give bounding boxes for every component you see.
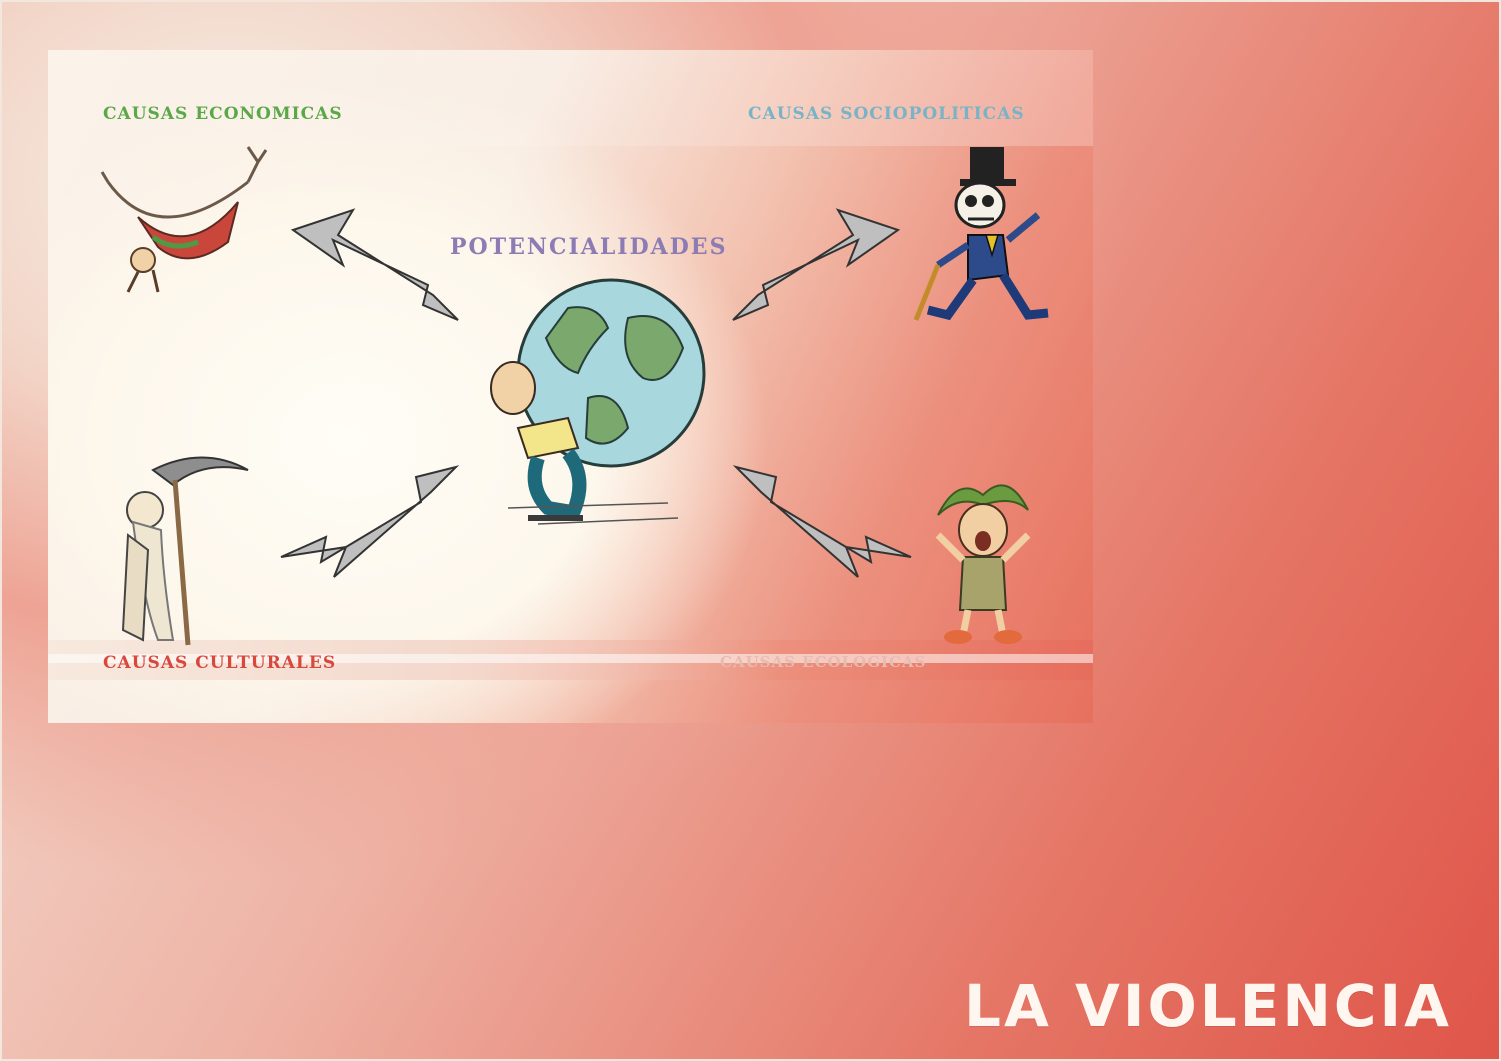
old-man-scythe-icon — [121, 456, 249, 646]
label-causas-economicas: CAUSAS ECONOMICAS — [103, 104, 343, 124]
arrow-icon — [290, 208, 459, 321]
label-causas-ecologicas: CAUSAS ECOLOGICAS — [720, 653, 927, 671]
label-causas-sociopoliticas: CAUSAS SOCIOPOLITICAS — [748, 104, 1025, 124]
label-potencialidades: POTENCIALIDADES — [450, 234, 728, 260]
arrow-icon — [280, 465, 460, 578]
illustration-panel: CAUSAS ECONOMICAS CAUSAS SOCIOPOLITICAS … — [48, 50, 1093, 723]
skeleton-top-hat-icon — [913, 147, 1049, 321]
arrow-icon — [732, 208, 901, 321]
bottom-band-line — [48, 654, 1093, 663]
label-causas-culturales: CAUSAS CULTURALES — [103, 653, 337, 673]
top-band — [48, 50, 1093, 146]
man-carrying-globe-icon — [490, 278, 706, 525]
hammock-figure-icon — [100, 146, 268, 293]
page-title: LA VIOLENCIA — [964, 972, 1452, 1040]
arrow-icon — [732, 465, 912, 578]
frightened-person-icon — [935, 484, 1031, 644]
